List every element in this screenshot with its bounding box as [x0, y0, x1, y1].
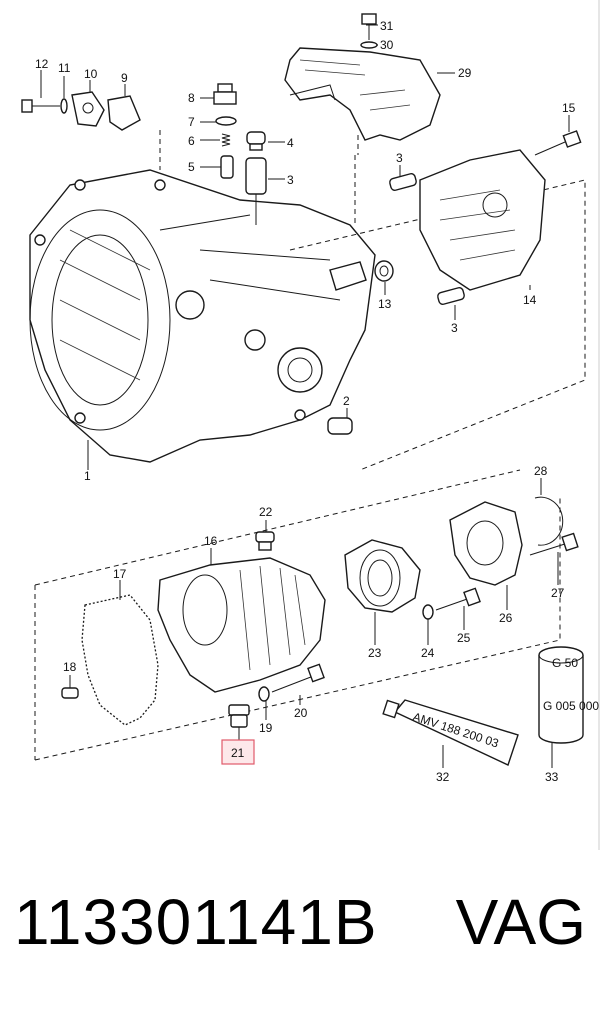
pin-18	[61, 687, 79, 699]
washer-24	[422, 604, 434, 620]
bushing-13	[374, 260, 394, 282]
gasket-9	[107, 95, 141, 131]
washer-30	[360, 41, 378, 49]
callout-12: 12	[35, 57, 49, 71]
bolt-20	[271, 663, 325, 693]
callout-30: 30	[380, 38, 394, 52]
gasket-17	[81, 594, 159, 726]
callout-23: 23	[368, 646, 382, 660]
callout-31: 31	[380, 19, 394, 33]
mount-bracket-29	[284, 47, 441, 141]
callout-29: 29	[458, 66, 472, 80]
callout-11: 11	[58, 61, 71, 75]
callout-20: 20	[294, 706, 308, 720]
callout-18: 18	[63, 660, 77, 674]
callout-5: 5	[188, 160, 195, 174]
pin-5	[220, 155, 234, 179]
callout-28: 28	[534, 464, 548, 478]
rear-housing-16	[157, 557, 326, 693]
washer-11	[60, 98, 68, 114]
callout-15: 15	[562, 101, 576, 115]
callout-27: 27	[551, 586, 565, 600]
bracket-10	[71, 91, 105, 127]
callout-22: 22	[259, 505, 273, 519]
can-label-top: G 50	[552, 656, 578, 670]
footer: 113301141B VAG	[0, 885, 600, 985]
brand-name: VAG	[455, 886, 586, 958]
callout-24: 24	[421, 646, 435, 660]
sealant-tube-32: AMV 188 200 03	[382, 699, 519, 766]
callout-16: 16	[204, 534, 218, 548]
page-edge	[598, 0, 600, 850]
bolt-12	[21, 99, 60, 113]
callout-4: 4	[287, 136, 294, 150]
callout-21: 21	[231, 746, 245, 760]
leader-lines	[40, 24, 570, 768]
callout-3c: 3	[451, 321, 458, 335]
washer-19	[258, 686, 270, 702]
bolt-27	[529, 532, 579, 556]
plug-22	[255, 531, 275, 551]
bolt-25	[435, 587, 481, 611]
callout-17: 17	[113, 567, 127, 581]
sleeve-3	[245, 157, 267, 195]
callout-14: 14	[523, 293, 537, 307]
dowel-3-lower	[437, 287, 465, 305]
spring-6	[221, 133, 231, 147]
part-number: 113301141B	[14, 886, 378, 958]
callout-21-highlight	[221, 739, 255, 765]
cap-4	[246, 131, 266, 151]
breather-21	[228, 704, 250, 728]
bolt-31	[361, 13, 377, 40]
can-label-mid: G 005 000	[543, 699, 599, 713]
circlip-28	[534, 496, 564, 546]
callout-26: 26	[499, 611, 513, 625]
callout-3b: 3	[396, 151, 403, 165]
main-transmission-housing	[29, 169, 376, 463]
callout-3a: 3	[287, 173, 294, 187]
plug-8	[213, 83, 237, 105]
flange-26	[449, 501, 523, 586]
callout-6: 6	[188, 134, 195, 148]
callout-7: 7	[188, 115, 195, 129]
oring-7	[215, 116, 237, 126]
callout-13: 13	[378, 297, 392, 311]
callout-labels: 12 11 10 9 8 7 6 5 4 3 31 30 29 15 3 14 …	[35, 19, 576, 784]
oil-can-33: G 50 G 005 000	[538, 646, 599, 744]
callout-10: 10	[84, 67, 98, 81]
callout-33: 33	[545, 770, 559, 784]
dowel-3-upper	[389, 173, 417, 191]
callout-9: 9	[121, 71, 128, 85]
rear-cover-14	[419, 149, 546, 291]
callout-2: 2	[343, 394, 350, 408]
callout-1: 1	[84, 469, 91, 483]
plug-2	[327, 417, 353, 435]
bolt-15	[534, 130, 582, 156]
callout-8: 8	[188, 91, 195, 105]
callout-25: 25	[457, 631, 471, 645]
callout-32: 32	[436, 770, 450, 784]
callout-19: 19	[259, 721, 273, 735]
bearing-housing-23	[344, 539, 421, 613]
exploded-parts-diagram: AMV 188 200 03 G 50 G 005 000	[21, 13, 599, 784]
